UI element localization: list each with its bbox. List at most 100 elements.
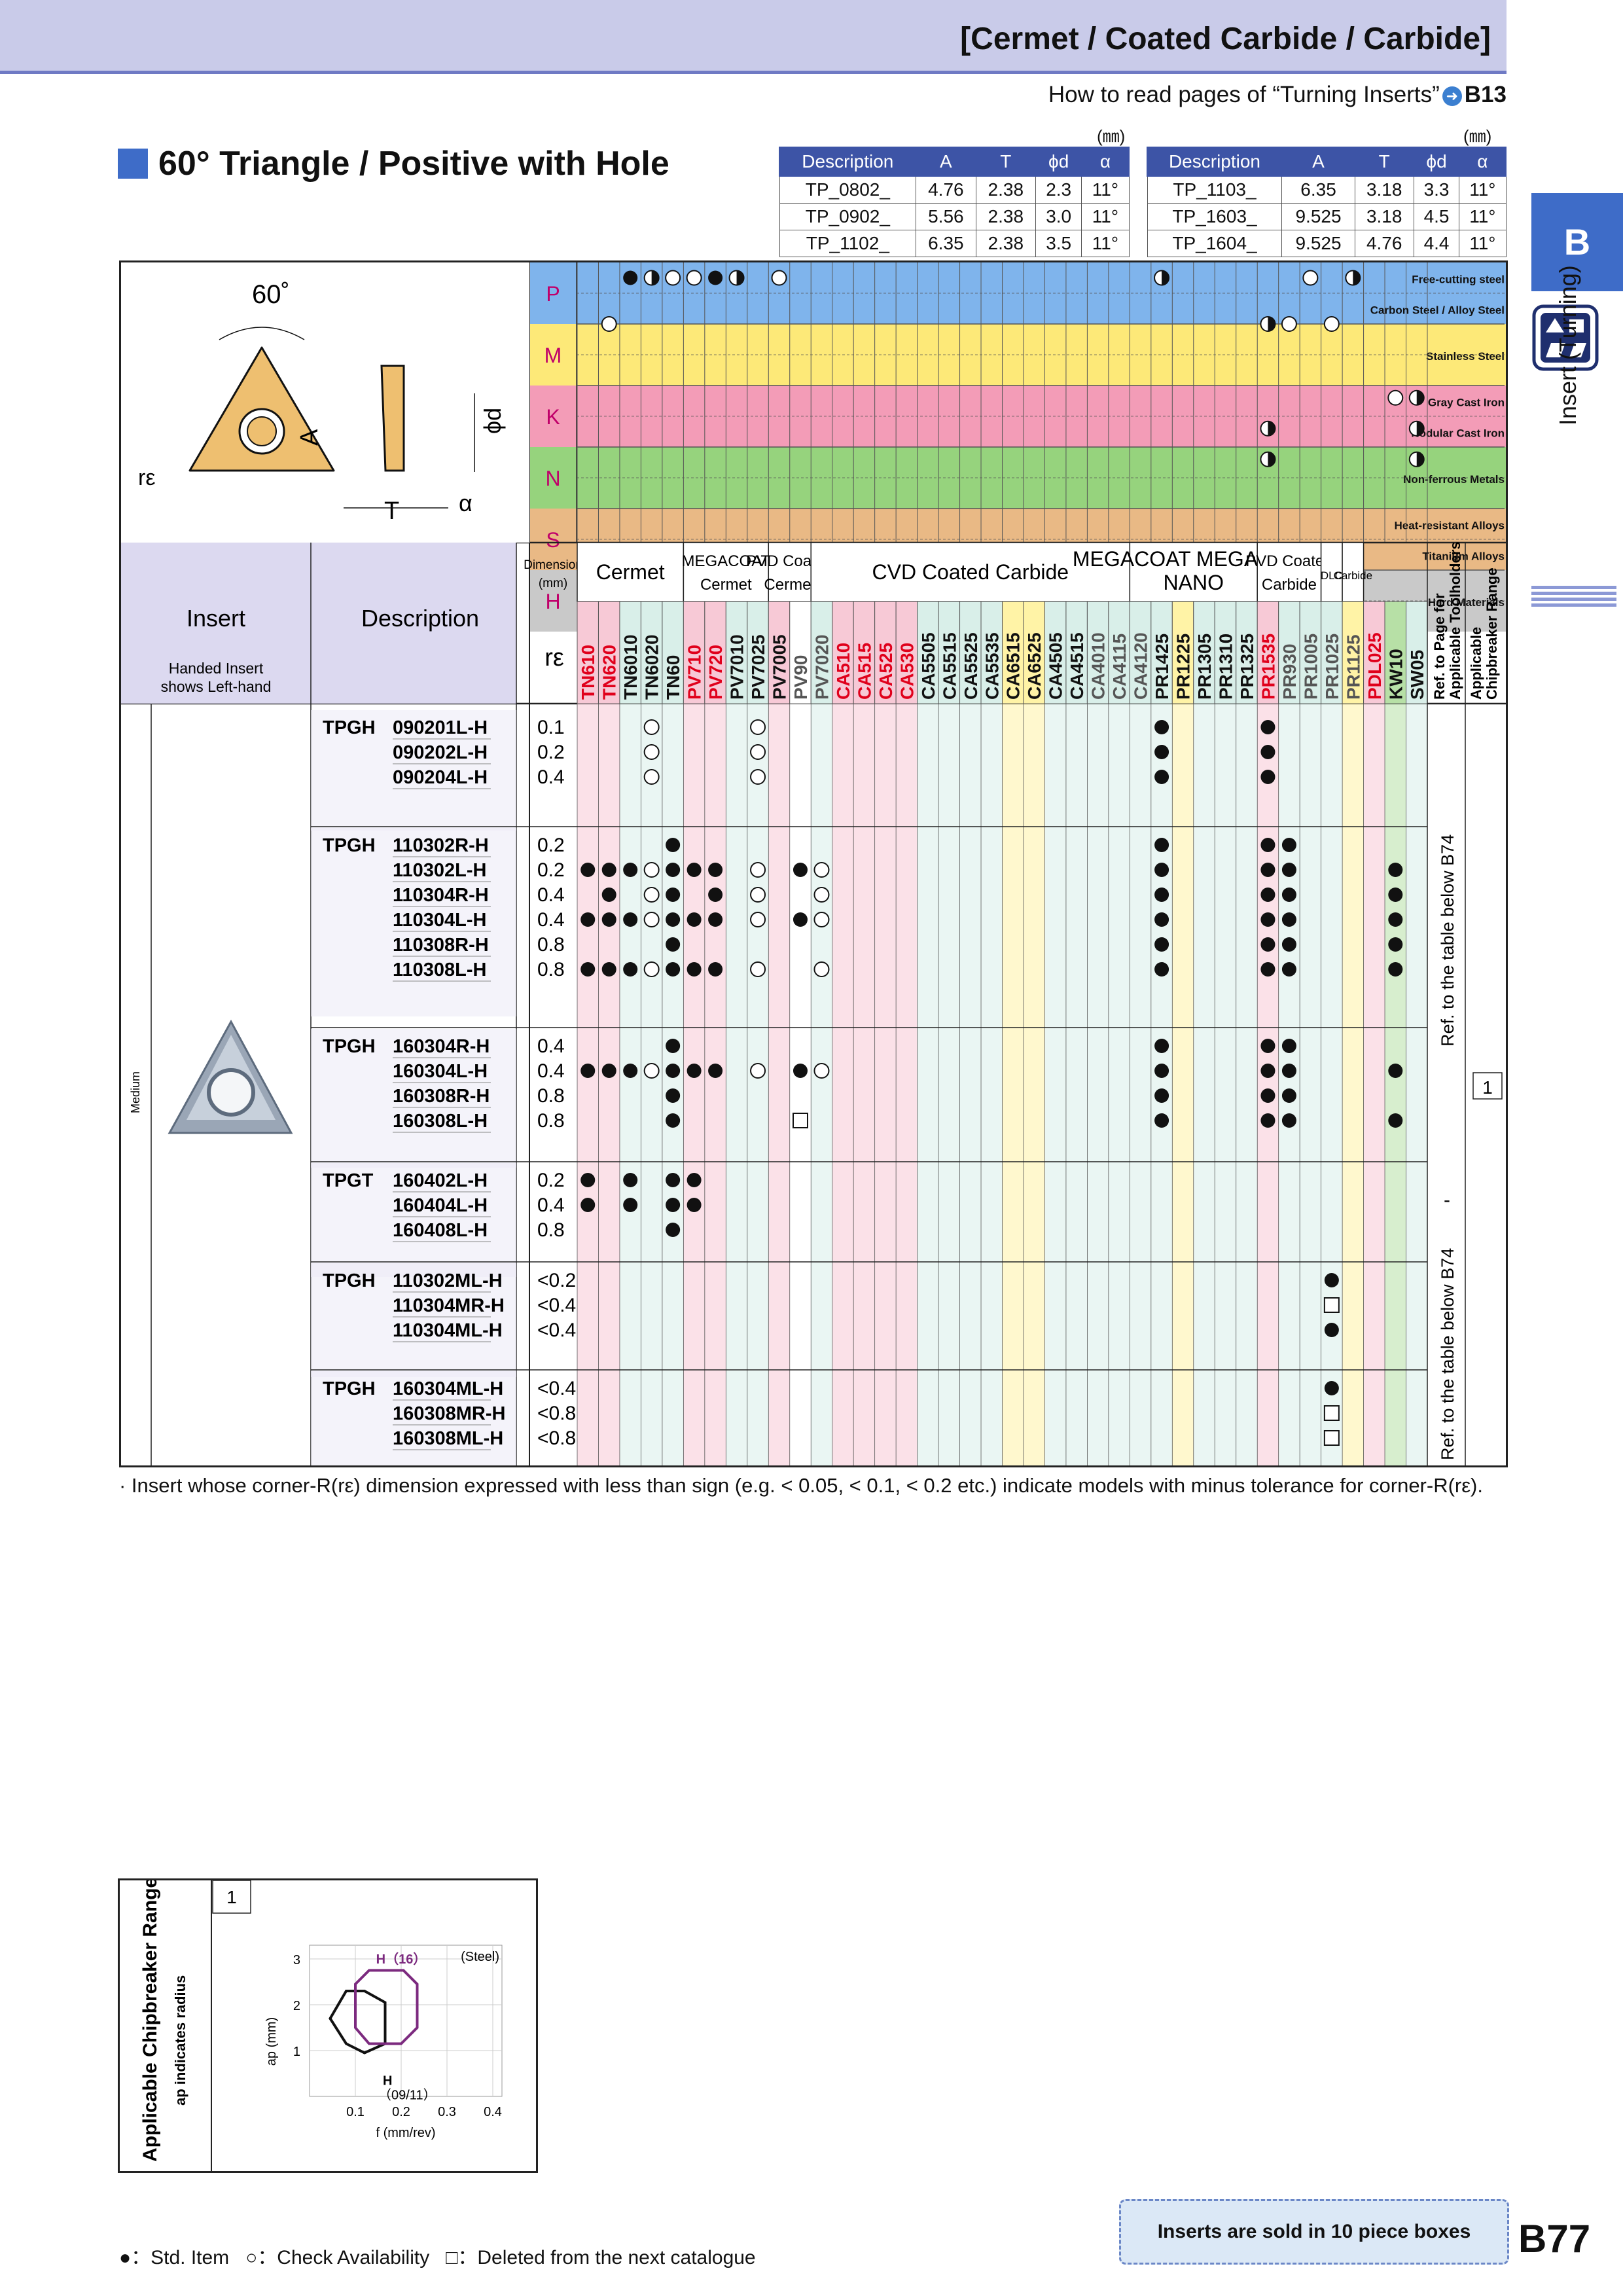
insert-code: 110302ML-H bbox=[393, 1270, 503, 1291]
spec-right-cell-0-3: 3.3 bbox=[1413, 175, 1460, 204]
insert-re: 0.8 bbox=[537, 1219, 565, 1241]
insert-side-view bbox=[380, 365, 405, 472]
grade-CA515: CA515 bbox=[854, 643, 874, 700]
grade-SW05: SW05 bbox=[1407, 650, 1427, 700]
material-label: Stainless Steel bbox=[1426, 350, 1505, 363]
insert-mark-std-icon bbox=[1388, 888, 1403, 902]
grade-header-cell bbox=[1129, 601, 1152, 704]
group-header-2-b: Cermet bbox=[764, 576, 815, 594]
insert-code: 110304R-H bbox=[393, 885, 489, 906]
insert-re: 0.8 bbox=[537, 934, 565, 956]
legend: ●：Std. Item ○：Check Availability □：Delet… bbox=[119, 2241, 756, 2270]
spec-left-cell-0-1: 4.76 bbox=[916, 175, 976, 204]
spec-right-header-1: A bbox=[1281, 147, 1356, 177]
spec-right-cell-2-3: 4.4 bbox=[1413, 230, 1460, 257]
insert-code: 160304L-H bbox=[393, 1061, 488, 1082]
insert-mark-std-icon bbox=[708, 863, 723, 877]
grade-header-cell bbox=[640, 601, 663, 704]
spec-left-cell-2-3: 3.5 bbox=[1035, 230, 1082, 257]
insert-mark-std-icon bbox=[580, 1064, 596, 1078]
grade-header-cell bbox=[959, 601, 982, 704]
insert-mark-std-icon bbox=[1260, 720, 1275, 734]
grade-header-cell bbox=[938, 601, 961, 704]
spec-left-header-1: A bbox=[915, 147, 977, 177]
insert-shapes-icon bbox=[1531, 304, 1599, 372]
material-label: Hard Materials bbox=[1428, 596, 1505, 609]
grade-CA5505: CA5505 bbox=[918, 632, 938, 700]
grade-header-cell bbox=[619, 601, 641, 704]
insert-mark-check-icon bbox=[643, 769, 660, 785]
insert-re: 0.2 bbox=[537, 1170, 565, 1191]
insert-mark-std-icon bbox=[1260, 863, 1275, 877]
insert-code: 160304ML-H bbox=[393, 1378, 503, 1399]
insert-photo-hole bbox=[207, 1068, 255, 1117]
diagram-re: rε bbox=[138, 465, 155, 490]
grade-TN620: TN620 bbox=[599, 645, 620, 700]
group-header-3: CVD Coated Carbide bbox=[872, 560, 1069, 584]
header-handed-note-2: shows Left-hand bbox=[161, 678, 272, 695]
insert-mark-std-icon bbox=[580, 912, 596, 927]
cb-label-h16: H（16） bbox=[376, 1952, 427, 1967]
grade-PV7010: PV7010 bbox=[727, 634, 747, 700]
insert-code: 160304R-H bbox=[393, 1036, 490, 1057]
insert-mark-std-icon bbox=[1154, 720, 1169, 734]
insert-mark-std-icon bbox=[601, 912, 616, 927]
spec-left-cell-1-0: TP_0902_ bbox=[779, 203, 917, 230]
grade-column-bg bbox=[1257, 704, 1279, 1465]
insert-re: <0.4 bbox=[537, 1295, 576, 1316]
insert-mark-std-icon bbox=[1324, 1381, 1339, 1395]
insert-mark-std-icon bbox=[1281, 863, 1296, 877]
spec-right-cell-1-0: TP_1603_ bbox=[1147, 203, 1283, 230]
insert-mark-std-icon bbox=[1388, 962, 1403, 977]
cb-label-h0911-a: H bbox=[383, 2074, 392, 2089]
chip-ref-box bbox=[1472, 1072, 1503, 1100]
insert-re: <0.4 bbox=[537, 1378, 576, 1399]
spec-left-cell-1-4: 11° bbox=[1081, 203, 1130, 230]
group-header-1: MEGACOAT bbox=[682, 552, 771, 570]
insert-mark-deleted-icon bbox=[1323, 1297, 1340, 1313]
spec-left-cell-2-0: TP_1102_ bbox=[779, 230, 917, 257]
cb-material: (Steel) bbox=[461, 1950, 499, 1964]
header-ref-2: Applicable Toolholders bbox=[1447, 541, 1463, 700]
grade-column-bg bbox=[619, 704, 641, 1465]
family-TPGH: TPGH bbox=[323, 835, 376, 856]
cb-number: 1 bbox=[226, 1887, 237, 1907]
legend-check: ：Check Availability bbox=[257, 2247, 430, 2269]
material-label: Nodular Cast Iron bbox=[1411, 427, 1505, 440]
grade-column-bg bbox=[1087, 704, 1109, 1465]
group-header-6: DLC bbox=[1321, 569, 1343, 582]
grade-header-cell bbox=[662, 601, 684, 704]
arrow-right-icon: ➜ bbox=[1442, 86, 1462, 106]
material-code-H: H bbox=[545, 590, 560, 613]
grade-PV90: PV90 bbox=[791, 655, 811, 700]
side-label-text: Insert (Turning) bbox=[1554, 265, 1581, 425]
insert-re: 0.4 bbox=[537, 1060, 565, 1082]
insert-mark-std-icon bbox=[708, 888, 723, 902]
grade-PR1125: PR1125 bbox=[1343, 634, 1363, 700]
insert-mark-std-icon bbox=[1154, 745, 1169, 759]
section-tab-b[interactable]: B bbox=[1531, 193, 1623, 291]
material-mark-check-icon bbox=[686, 270, 702, 286]
insert-mark-std-icon bbox=[1154, 1039, 1169, 1053]
material-mark-partial-fill-icon bbox=[1416, 421, 1424, 436]
material-mark-partial-fill-icon bbox=[1268, 452, 1275, 467]
grade-column-bg bbox=[683, 704, 705, 1465]
spec-right-cell-1-3: 4.5 bbox=[1413, 203, 1460, 230]
insert-mark-std-icon bbox=[1281, 912, 1296, 927]
spec-left-cell-0-2: 2.38 bbox=[975, 175, 1037, 204]
insert-mark-std-icon bbox=[687, 1173, 702, 1187]
spec-right-cell-0-0: TP_1103_ bbox=[1147, 175, 1283, 204]
insert-mark-std-icon bbox=[1260, 1039, 1275, 1053]
grade-header-cell bbox=[874, 601, 897, 704]
cb-xtick: 0.1 bbox=[346, 2105, 365, 2119]
group-desc-bg bbox=[311, 1163, 516, 1277]
howto-link[interactable]: How to read pages of “Turning Inserts”➜B… bbox=[1048, 82, 1507, 108]
insert-code: 110304MR-H bbox=[393, 1295, 505, 1316]
grade-header-cell bbox=[1384, 601, 1407, 704]
grade-column-bg bbox=[1278, 704, 1300, 1465]
family-TPGH: TPGH bbox=[323, 1270, 376, 1291]
